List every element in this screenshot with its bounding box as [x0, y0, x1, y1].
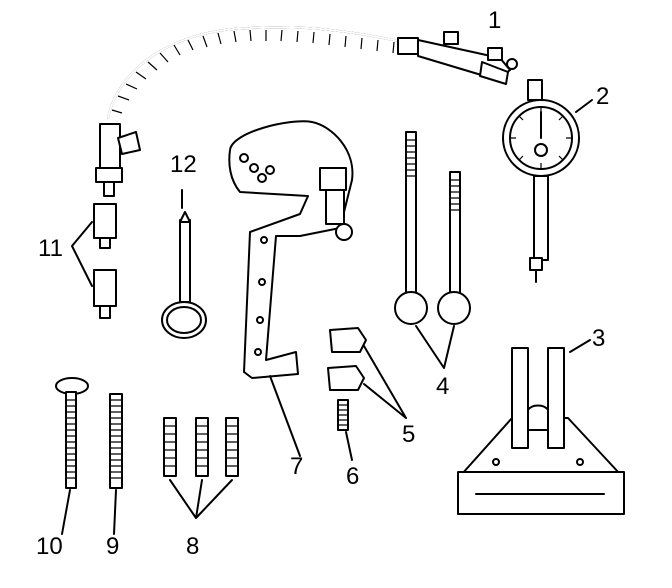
clips: [327, 327, 407, 419]
small-screw: [337, 399, 353, 461]
callout-label-6: 6: [346, 463, 359, 490]
threaded-rod: [109, 393, 123, 535]
extension-rods: [71, 203, 117, 319]
dial-indicator: [502, 79, 593, 283]
callout-label-10: 10: [36, 533, 63, 560]
callout-label-4: 4: [436, 373, 449, 400]
callout-label-7: 7: [290, 453, 303, 480]
ball-rods: [394, 131, 471, 369]
flexible-arm: [95, 26, 518, 197]
callout-label-12: 12: [170, 151, 197, 178]
studs: [163, 417, 239, 519]
ring-pin: [161, 189, 207, 339]
long-bolt: [55, 377, 89, 535]
callout-label-2: 2: [596, 83, 609, 110]
callout-label-9: 9: [106, 533, 119, 560]
stand: [457, 339, 625, 515]
callout-labels: 1 2 3 4 5 6 7 8 9 10 11 12: [36, 7, 609, 560]
callout-label-1: 1: [488, 7, 501, 34]
callout-label-5: 5: [402, 421, 415, 448]
callout-label-3: 3: [592, 325, 605, 352]
callout-label-11: 11: [38, 235, 63, 262]
callout-label-8: 8: [186, 533, 199, 560]
fixture-plate: [228, 120, 354, 457]
